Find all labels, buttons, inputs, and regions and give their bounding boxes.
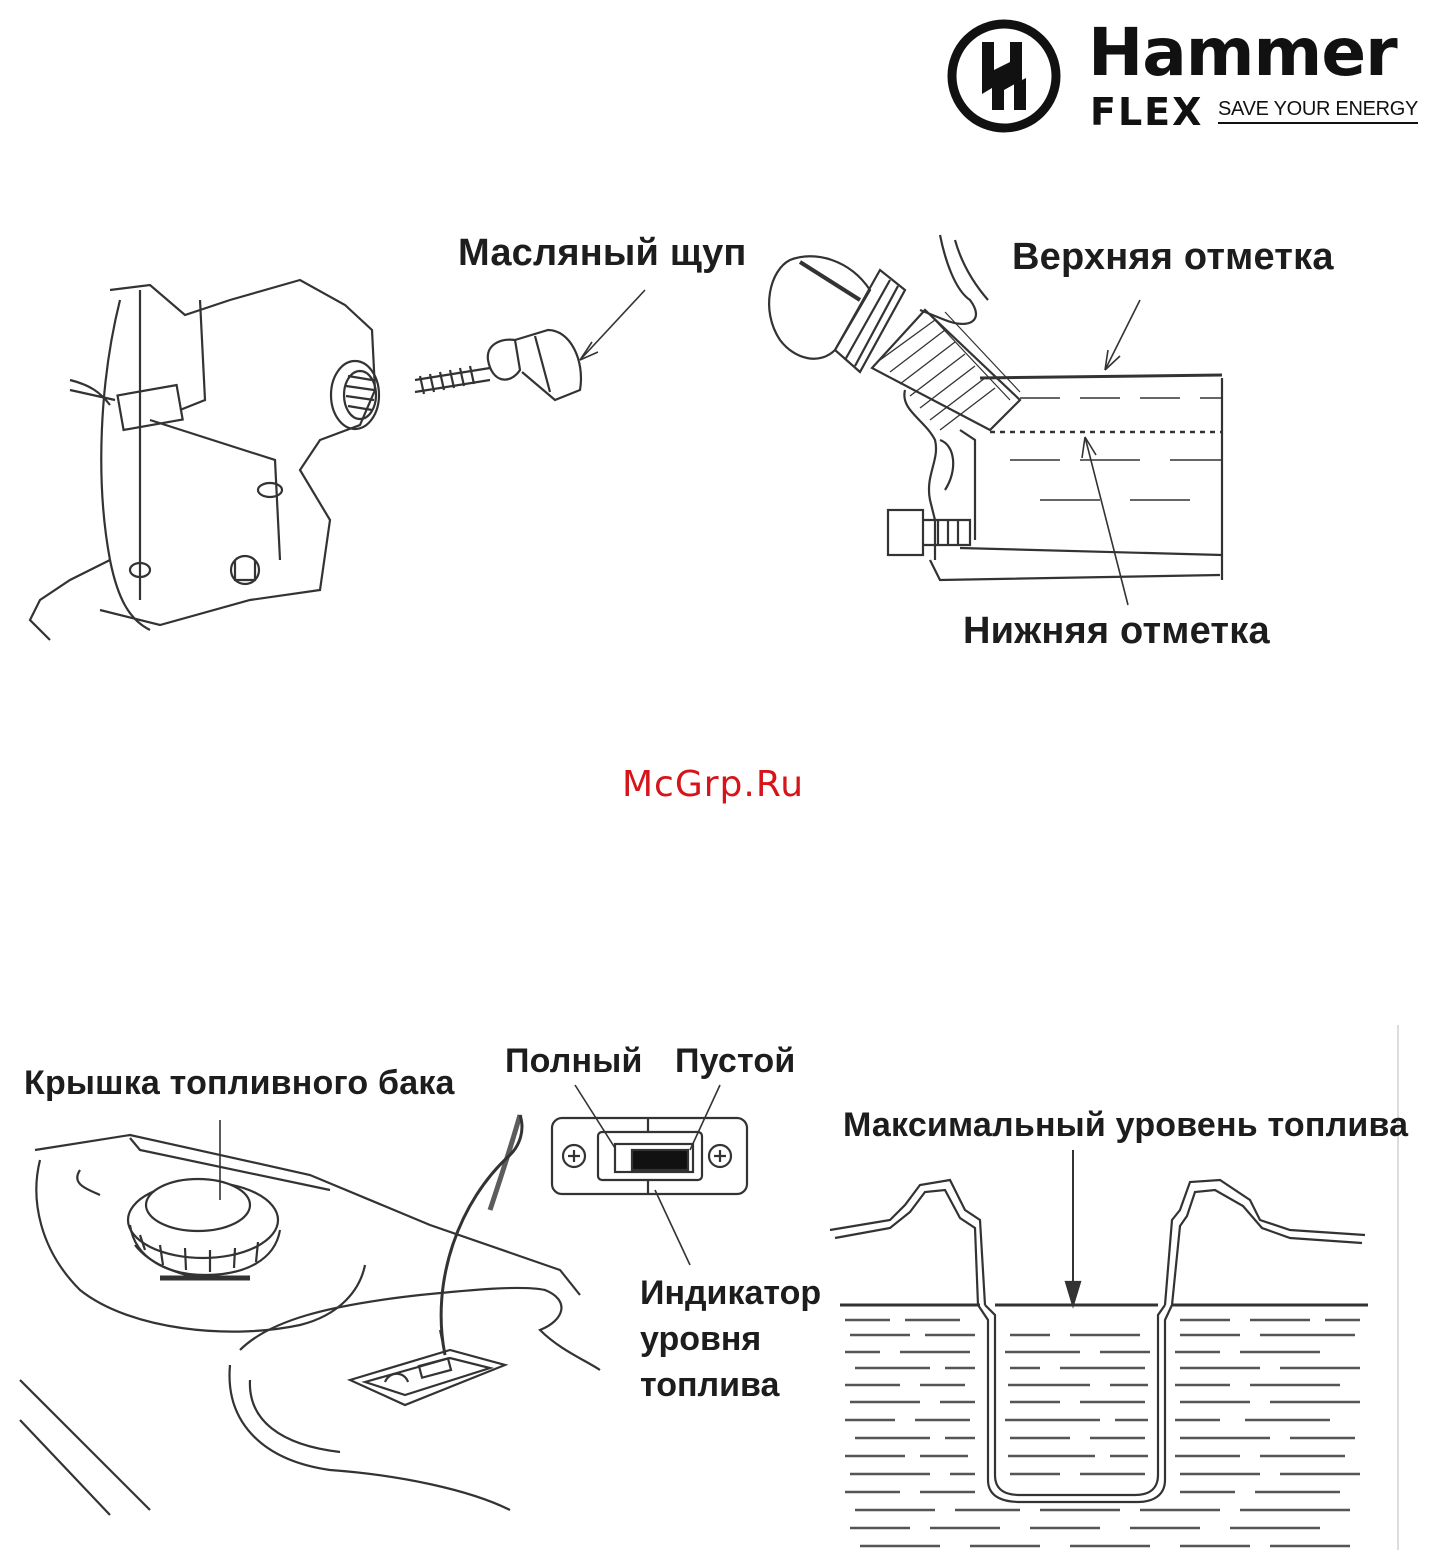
fuel-gauge-label: Индикатор уровня топлива xyxy=(640,1270,821,1408)
fuel-gauge-label-line: топлива xyxy=(640,1362,821,1408)
oil-dipstick-illustration xyxy=(0,0,1431,700)
watermark: McGrp.Ru xyxy=(622,764,804,805)
full-label: Полный xyxy=(505,1042,643,1081)
fuel-tank-cap-label: Крышка топливного бака xyxy=(24,1064,455,1103)
empty-label: Пустой xyxy=(675,1042,795,1081)
upper-mark-label: Верхняя отметка xyxy=(1012,236,1334,279)
lower-mark-label: Нижняя отметка xyxy=(963,610,1270,653)
max-fuel-level-label: Максимальный уровень топлива xyxy=(843,1106,1408,1145)
dipstick-label: Масляный щуп xyxy=(458,232,747,275)
fuel-gauge-label-line: Индикатор xyxy=(640,1270,821,1316)
fuel-gauge-label-line: уровня xyxy=(640,1316,821,1362)
